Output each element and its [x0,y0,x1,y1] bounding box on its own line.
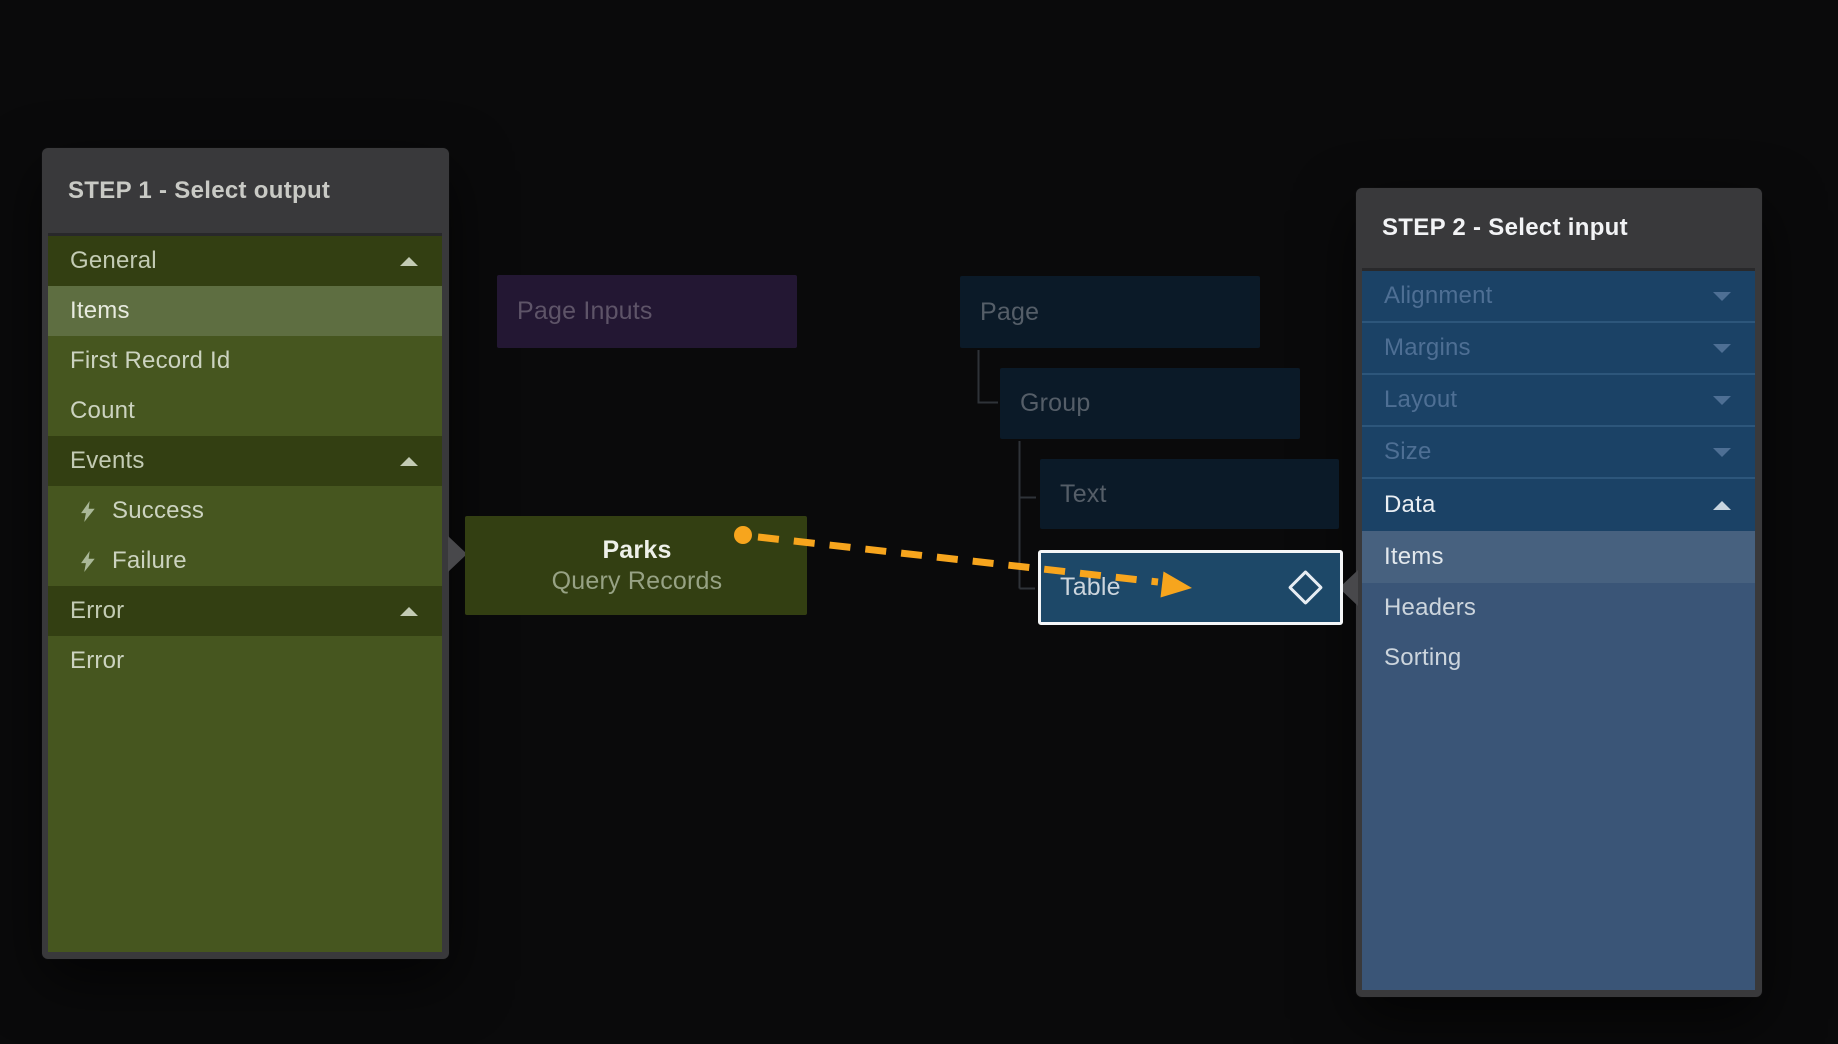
chevron-up-icon [400,256,418,266]
step1-select-output-panel: STEP 1 - Select output General Items Fir… [42,148,449,959]
tree-connector-page-group [977,350,998,404]
node-title: Parks [602,535,672,564]
chevron-up-icon [400,456,418,466]
tree-connector-group-children [1018,441,1036,590]
output-section-events[interactable]: Events [48,436,442,486]
step2-select-input-panel: STEP 2 - Select input Alignment Margins … [1356,188,1762,997]
table-node-selected[interactable]: Table [1038,550,1343,625]
parks-query-records-node[interactable]: Parks Query Records [465,516,807,615]
input-section-label: Layout [1384,386,1458,413]
input-item-label: Headers [1384,594,1477,621]
node-label: Group [1020,389,1091,417]
input-section-data[interactable]: Data [1362,479,1755,531]
chevron-down-icon [1713,447,1731,457]
page-inputs-node[interactable]: Page Inputs [497,275,797,348]
output-item-items[interactable]: Items [48,286,442,336]
output-section-general[interactable]: General [48,236,442,286]
node-subtitle: Query Records [551,566,723,595]
lightning-icon [81,500,95,522]
group-node[interactable]: Group [1000,368,1300,439]
output-item-label: Items [70,297,130,324]
chevron-down-icon [1713,395,1731,405]
output-section-label: General [70,247,157,274]
input-item-items[interactable]: Items [1362,531,1755,583]
input-item-label: Sorting [1384,644,1462,671]
output-section-label: Error [70,597,125,624]
input-section-label: Data [1384,491,1436,518]
input-section-label: Margins [1384,334,1471,361]
chevron-up-icon [400,606,418,616]
step2-panel-body: Alignment Margins Layout Size Data Items… [1362,268,1755,990]
chevron-down-icon [1713,343,1731,353]
output-item-first-record-id[interactable]: First Record Id [48,336,442,386]
node-label: Text [1060,479,1107,508]
chevron-up-icon [1713,500,1731,510]
step1-panel-pointer-arrow [448,536,467,572]
text-node[interactable]: Text [1040,459,1339,529]
diamond-binding-icon [1287,569,1324,606]
lightning-icon [81,550,95,572]
output-item-label: Count [70,397,136,424]
input-item-label: Items [1384,543,1444,570]
output-item-failure[interactable]: Failure [48,536,442,586]
output-item-count[interactable]: Count [48,386,442,436]
step2-panel-pointer-arrow [1339,570,1358,606]
node-label: Table [1060,573,1121,601]
output-item-success[interactable]: Success [48,486,442,536]
step1-panel-body: General Items First Record Id Count Even… [48,233,442,952]
output-item-label: Success [112,497,205,524]
input-section-alignment[interactable]: Alignment [1362,271,1755,323]
input-section-label: Size [1384,438,1432,465]
node-label: Page [980,297,1040,326]
output-item-label: Failure [112,547,187,574]
output-section-error[interactable]: Error [48,586,442,636]
page-node[interactable]: Page [960,276,1260,348]
chevron-down-icon [1713,291,1731,301]
output-section-label: Events [70,447,145,474]
input-section-label: Alignment [1384,282,1493,309]
output-item-label: First Record Id [70,347,231,374]
output-item-error[interactable]: Error [48,636,442,686]
input-item-headers[interactable]: Headers [1362,583,1755,633]
output-item-label: Error [70,647,125,674]
step1-panel-title: STEP 1 - Select output [68,176,331,204]
input-section-margins[interactable]: Margins [1362,323,1755,375]
input-section-layout[interactable]: Layout [1362,375,1755,427]
input-item-sorting[interactable]: Sorting [1362,633,1755,683]
step2-panel-title: STEP 2 - Select input [1382,214,1628,241]
input-section-size[interactable]: Size [1362,427,1755,479]
node-label: Page Inputs [517,297,653,325]
